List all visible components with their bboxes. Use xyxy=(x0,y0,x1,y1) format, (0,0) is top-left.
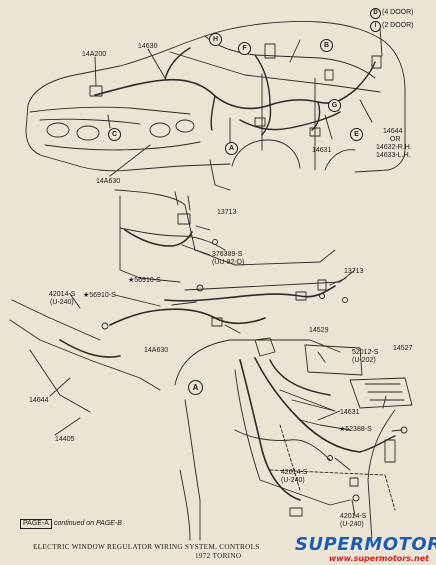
part-42014-s-mid-code: (U-240) xyxy=(281,477,305,484)
callout-g: G xyxy=(328,99,341,112)
part-14633-lh: 14633-L.H. xyxy=(376,152,411,159)
diagram-caption: ELECTRIC WINDOW REGULATOR WIRING SYSTEM,… xyxy=(33,543,260,551)
callout-h: H xyxy=(209,33,222,46)
legend-2-door: I(2 DOOR) xyxy=(370,21,414,32)
part-376389-s-code: (UU-82-D) xyxy=(212,259,245,266)
page-reference-box: PAGE-A xyxy=(20,519,52,529)
watermark-url: www.supermotors.net xyxy=(328,554,429,563)
part-42014-s-left: 42014-S xyxy=(49,291,76,298)
legend-i-text: (2 DOOR) xyxy=(382,22,414,29)
part-52012-s: 52012-S xyxy=(352,349,379,356)
callout-f: F xyxy=(238,42,251,55)
diagram-caption-model: 1972 TORINO xyxy=(195,552,242,560)
part-52388-s: ★52388-S xyxy=(339,426,372,433)
part-56910-s-a: ★56910-S xyxy=(128,277,161,284)
part-14644-low: 14644 xyxy=(29,397,49,404)
part-56910-s-b: ★56910-S xyxy=(83,292,116,299)
callout-a: A xyxy=(225,142,238,155)
part-14527: 14527 xyxy=(393,345,413,352)
part-14631-top: 14631 xyxy=(312,147,332,154)
part-14a630-top: 14A630 xyxy=(96,178,121,185)
callout-a-large: A xyxy=(188,380,203,395)
part-14405: 14405 xyxy=(55,436,75,443)
legend-4-door: D(4 DOOR) xyxy=(370,8,414,19)
part-13713-a: 13713 xyxy=(217,209,237,216)
callout-e: E xyxy=(350,128,363,141)
part-14a200: 14A200 xyxy=(82,51,107,58)
part-42014-s-left-code: (U-240) xyxy=(50,299,74,306)
part-13713-b: 13713 xyxy=(344,268,364,275)
part-14630: 14630 xyxy=(138,43,158,50)
label-or: OR xyxy=(390,136,401,143)
callout-c: C xyxy=(108,128,121,141)
part-42014-s-mid: 42014-S xyxy=(281,469,308,476)
part-42014-s-bot: 42014-S xyxy=(340,513,367,520)
part-52012-s-code: (U-202) xyxy=(352,357,376,364)
part-14529: 14529 xyxy=(309,327,329,334)
legend-d-marker: D xyxy=(370,8,381,19)
part-42014-s-bot-code: (U-240) xyxy=(340,521,364,528)
part-376389-s: 376389-S xyxy=(212,251,243,258)
legend-d-text: (4 DOOR) xyxy=(382,9,414,16)
callout-b: B xyxy=(320,39,333,52)
legend-i-marker: I xyxy=(370,21,381,32)
supermotors-watermark: SUPERMOTORS www.supermotors.net xyxy=(295,534,436,564)
part-14631-low: 14631 xyxy=(340,409,360,416)
continued-note: continued on PAGE-B xyxy=(54,520,122,527)
part-14644-top: 14644 xyxy=(383,128,403,135)
part-14632-rh: 14632-R.H. xyxy=(376,144,412,151)
watermark-logo: SUPERMOTORS xyxy=(295,534,436,555)
part-14a630-mid: 14A630 xyxy=(144,347,169,354)
